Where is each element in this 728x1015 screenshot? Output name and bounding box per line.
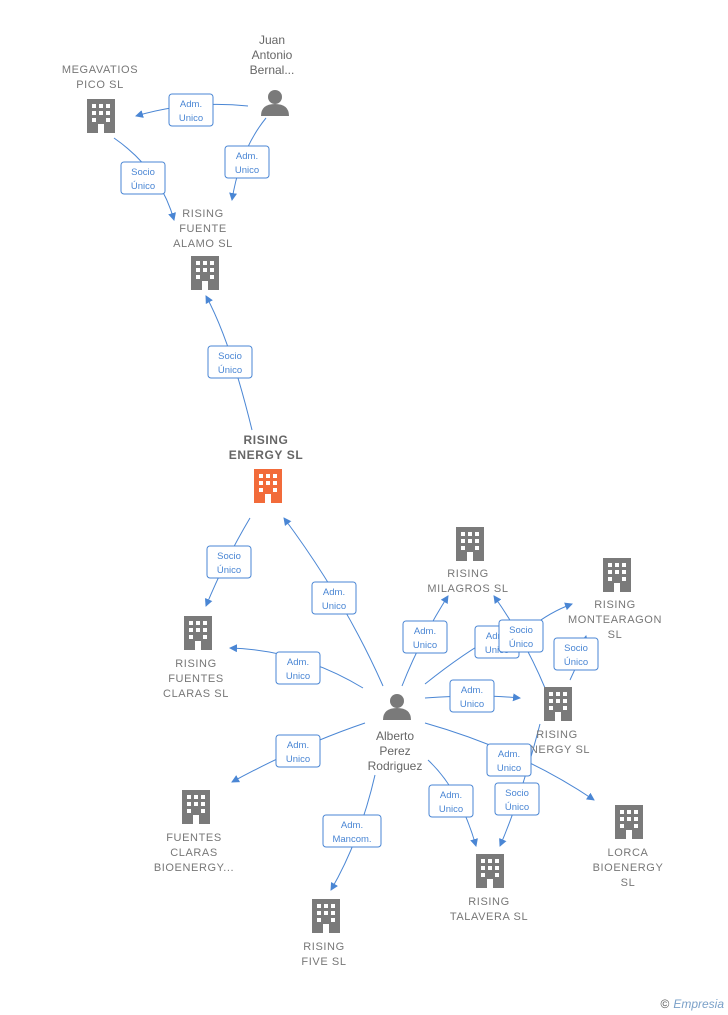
relation-label[interactable]: Adm. Unico: [449, 679, 495, 713]
svg-text:Unico: Unico: [413, 640, 437, 651]
relation-label[interactable]: Adm. Unico: [224, 145, 270, 179]
svg-text:Adm.: Adm.: [341, 820, 363, 831]
svg-text:Unico: Unico: [497, 763, 521, 774]
svg-text:Adm.: Adm.: [440, 790, 462, 801]
svg-text:Socio: Socio: [131, 167, 155, 178]
svg-text:Único: Único: [509, 639, 533, 650]
svg-text:Único: Único: [564, 657, 588, 668]
building-icon: [191, 256, 219, 290]
relation-label[interactable]: Adm. Unico: [275, 651, 321, 685]
building-icon: [456, 527, 484, 561]
person-icon: [261, 90, 289, 116]
relation-label[interactable]: Adm. Unico: [402, 620, 448, 654]
svg-text:Unico: Unico: [179, 113, 203, 124]
svg-text:Adm.: Adm.: [498, 749, 520, 760]
svg-text:Adm.: Adm.: [287, 657, 309, 668]
svg-text:Unico: Unico: [460, 699, 484, 710]
building-icon: [254, 469, 282, 503]
svg-text:Adm.: Adm.: [461, 685, 483, 696]
building-icon: [544, 687, 572, 721]
person-icon: [383, 694, 411, 720]
relation-label[interactable]: Adm. Unico: [311, 581, 357, 615]
building-icon: [87, 99, 115, 133]
svg-text:Adm.: Adm.: [236, 151, 258, 162]
copyright-icon: ©: [660, 997, 670, 1011]
svg-text:Adm.: Adm.: [180, 99, 202, 110]
building-icon: [476, 854, 504, 888]
svg-text:Socio: Socio: [564, 643, 588, 654]
svg-text:Unico: Unico: [439, 804, 463, 815]
building-icon: [184, 616, 212, 650]
svg-text:Mancom.: Mancom.: [332, 834, 371, 845]
svg-text:Socio: Socio: [509, 625, 533, 636]
svg-text:Unico: Unico: [286, 671, 310, 682]
svg-text:Adm.: Adm.: [287, 740, 309, 751]
relation-label[interactable]: Adm. Unico: [168, 93, 214, 127]
svg-text:Unico: Unico: [235, 165, 259, 176]
svg-text:Socio: Socio: [218, 351, 242, 362]
svg-text:Adm.: Adm.: [323, 587, 345, 598]
building-icon: [312, 899, 340, 933]
relation-label[interactable]: Adm. Unico: [486, 743, 532, 777]
svg-text:Único: Único: [218, 365, 242, 376]
svg-text:Unico: Unico: [286, 754, 310, 765]
svg-text:Único: Único: [505, 802, 529, 813]
svg-text:Socio: Socio: [217, 551, 241, 562]
relation-label[interactable]: Adm. Mancom.: [322, 814, 382, 848]
svg-text:Socio: Socio: [505, 788, 529, 799]
svg-text:Unico: Unico: [322, 601, 346, 612]
footer-credit: ©Empresia: [660, 997, 724, 1011]
building-icon: [615, 805, 643, 839]
relation-label[interactable]: Adm. Unico: [428, 784, 474, 818]
building-icon: [182, 790, 210, 824]
relation-label[interactable]: Adm. Unico: [275, 734, 321, 768]
svg-text:Adm.: Adm.: [486, 631, 508, 642]
svg-text:Adm.: Adm.: [414, 626, 436, 637]
svg-text:Unico: Unico: [485, 645, 509, 656]
svg-text:Único: Único: [217, 565, 241, 576]
building-icon: [603, 558, 631, 592]
brand-logo[interactable]: Empresia: [673, 997, 724, 1011]
svg-text:Único: Único: [131, 181, 155, 192]
